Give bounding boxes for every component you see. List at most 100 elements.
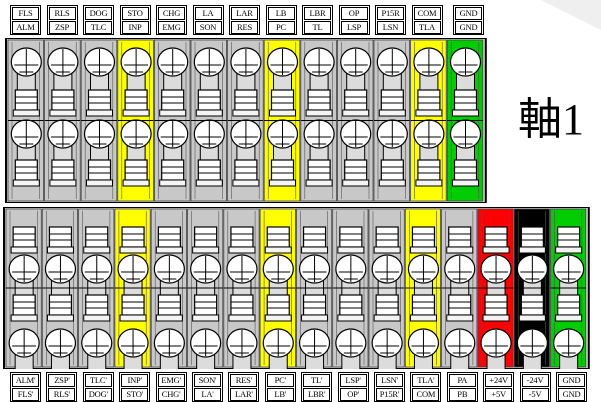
- terminal-label: SON'LA': [192, 372, 223, 402]
- terminal-label-upper: COM: [413, 7, 441, 20]
- terminal-column: [336, 39, 374, 202]
- terminal-label-lower: PC: [267, 21, 295, 34]
- terminal-label-upper: INP': [121, 374, 149, 387]
- terminal-label-upper: PC': [266, 374, 294, 387]
- wire-clamp: [48, 294, 73, 316]
- terminal-label-upper: +24V: [485, 374, 513, 387]
- wire-clamp: [230, 294, 254, 316]
- wire-clamp: [161, 89, 185, 111]
- wire-clamp: [161, 159, 185, 181]
- terminal-label-lower: LSN: [377, 21, 404, 34]
- terminal-label: PC'LB': [264, 372, 296, 402]
- terminal-column: [223, 208, 260, 369]
- terminal-label-lower: ALM: [12, 21, 39, 34]
- terminal-label-lower: LBR': [303, 388, 331, 401]
- terminal-label-lower: DOG': [84, 388, 112, 401]
- terminal-label-upper: TL': [303, 374, 331, 387]
- wire-clamp: [85, 294, 109, 316]
- terminal-label-upper: LSP': [339, 374, 367, 387]
- terminal-label-upper: -24V: [521, 374, 549, 387]
- wire-clamp: [51, 89, 75, 111]
- terminal-label-upper: RES': [230, 374, 258, 387]
- wire-clamp: [121, 226, 145, 248]
- terminal-label-lower: RES: [231, 21, 258, 34]
- terminal-label-lower: -5V: [521, 388, 549, 401]
- wire-clamp: [234, 159, 258, 181]
- wire-clamp: [51, 159, 75, 181]
- terminal-block-top: [5, 38, 487, 203]
- terminal-label-lower: CHG': [157, 388, 185, 401]
- terminal-label-lower: FLS': [12, 388, 39, 401]
- terminal-label-lower: GND: [558, 388, 585, 401]
- wire-clamp: [411, 294, 436, 316]
- terminal-column: [190, 39, 227, 202]
- terminal-label: +24V+5V: [483, 372, 515, 402]
- terminal-label-lower: LA': [194, 388, 221, 401]
- terminal-label-lower: TL: [304, 21, 331, 34]
- terminal-column: [80, 39, 118, 202]
- terminal-label-lower: PB: [448, 388, 476, 401]
- terminal-label-upper: LB: [267, 7, 295, 20]
- terminal-column: [410, 39, 447, 202]
- terminal-label-upper: PA: [448, 374, 476, 387]
- terminal-label-lower: +5V: [485, 388, 513, 401]
- terminal-label-upper: GND: [455, 7, 482, 20]
- terminal-label-upper: SON': [194, 374, 221, 387]
- wire-clamp: [12, 294, 36, 316]
- terminal-column: [5, 208, 42, 369]
- wire-clamp: [121, 294, 145, 316]
- wire-clamp: [339, 294, 363, 316]
- wire-clamp: [194, 294, 218, 316]
- terminal-column: [44, 39, 81, 202]
- terminal-label-upper: OP: [340, 7, 368, 20]
- terminal-label: INP'STO': [119, 372, 151, 402]
- wire-clamp: [339, 226, 363, 248]
- wire-clamp: [417, 89, 441, 111]
- wire-clamp: [270, 159, 295, 181]
- wire-clamp: [302, 294, 327, 316]
- terminal-label-upper: LBR: [304, 7, 331, 20]
- terminal-column: [187, 208, 224, 369]
- wire-clamp: [484, 294, 508, 316]
- terminal-label-upper: RLS: [48, 7, 76, 20]
- terminal-label-lower: TLA: [413, 21, 441, 34]
- wire-clamp: [234, 89, 258, 111]
- terminal-column: [153, 39, 191, 202]
- terminal-label-upper: ALM': [12, 374, 39, 387]
- wire-clamp: [375, 226, 399, 248]
- terminal-label-lower: STO': [121, 388, 149, 401]
- terminal-label-upper: STO: [121, 7, 149, 20]
- wire-clamp: [14, 89, 38, 111]
- terminal-label: LSN'P15R': [374, 372, 405, 402]
- terminal-label-upper: EMG': [157, 374, 185, 387]
- wire-clamp: [85, 226, 109, 248]
- terminal-label-upper: CHG: [158, 7, 185, 20]
- wire-clamp: [124, 159, 148, 181]
- terminal-label-upper: GND: [558, 374, 585, 387]
- terminal-column: [259, 208, 296, 369]
- terminal-column: [332, 208, 369, 369]
- terminal-label: TLC'DOG': [82, 372, 114, 402]
- terminal-label: TL'LBR': [301, 372, 333, 402]
- wire-clamp: [484, 226, 508, 248]
- wire-clamp: [48, 226, 73, 248]
- wire-clamp: [417, 159, 441, 181]
- terminal-label-lower: GND: [455, 21, 482, 34]
- wire-clamp: [157, 294, 181, 316]
- wire-clamp: [380, 159, 404, 181]
- wire-clamp: [557, 294, 581, 316]
- terminal-column: [150, 208, 187, 369]
- terminal-label-upper: LA: [194, 7, 222, 20]
- terminal-column: [227, 39, 264, 202]
- wire-clamp: [157, 226, 181, 248]
- wire-clamp: [14, 159, 38, 181]
